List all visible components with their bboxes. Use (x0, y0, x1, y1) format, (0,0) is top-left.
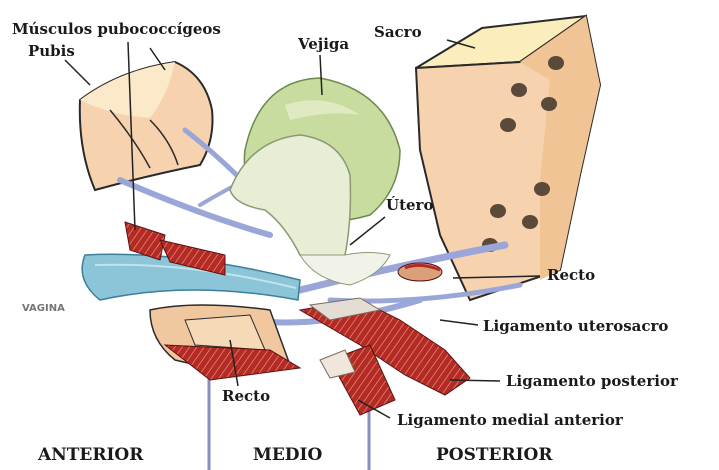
label-vejiga: Vejiga (298, 37, 349, 52)
anterior-muscles (125, 222, 300, 380)
sacral-foramen (500, 118, 516, 132)
sacral-foramen (490, 204, 506, 218)
label-utero: Útero (386, 198, 433, 213)
section-anterior-label: ANTERIOR (38, 447, 143, 464)
section-posterior-label: POSTERIOR (436, 447, 553, 464)
label-sacro: Sacro (374, 25, 422, 40)
sacral-foramen (541, 97, 557, 111)
label-recto-bottom: Recto (222, 389, 270, 404)
sacral-foramen (548, 56, 564, 70)
sacral-foramen (534, 182, 550, 196)
pubis-shape (80, 62, 213, 190)
label-recto-right: Recto (547, 268, 595, 283)
section-medio-label: MEDIO (253, 447, 322, 464)
label-vagina: VAGINA (22, 304, 65, 314)
label-ligamento-uterosacro: Ligamento uterosacro (483, 319, 668, 334)
label-ligamento-medial-anterior: Ligamento medial anterior (397, 413, 623, 428)
label-ligamento-posterior: Ligamento posterior (506, 374, 678, 389)
sacral-foramen (522, 215, 538, 229)
label-musculos-pubococcigeos: Músculos pubococcígeos (12, 22, 221, 37)
sacral-foramen (511, 83, 527, 97)
rectum-upper-shape (398, 263, 442, 281)
label-pubis: Pubis (28, 44, 75, 59)
